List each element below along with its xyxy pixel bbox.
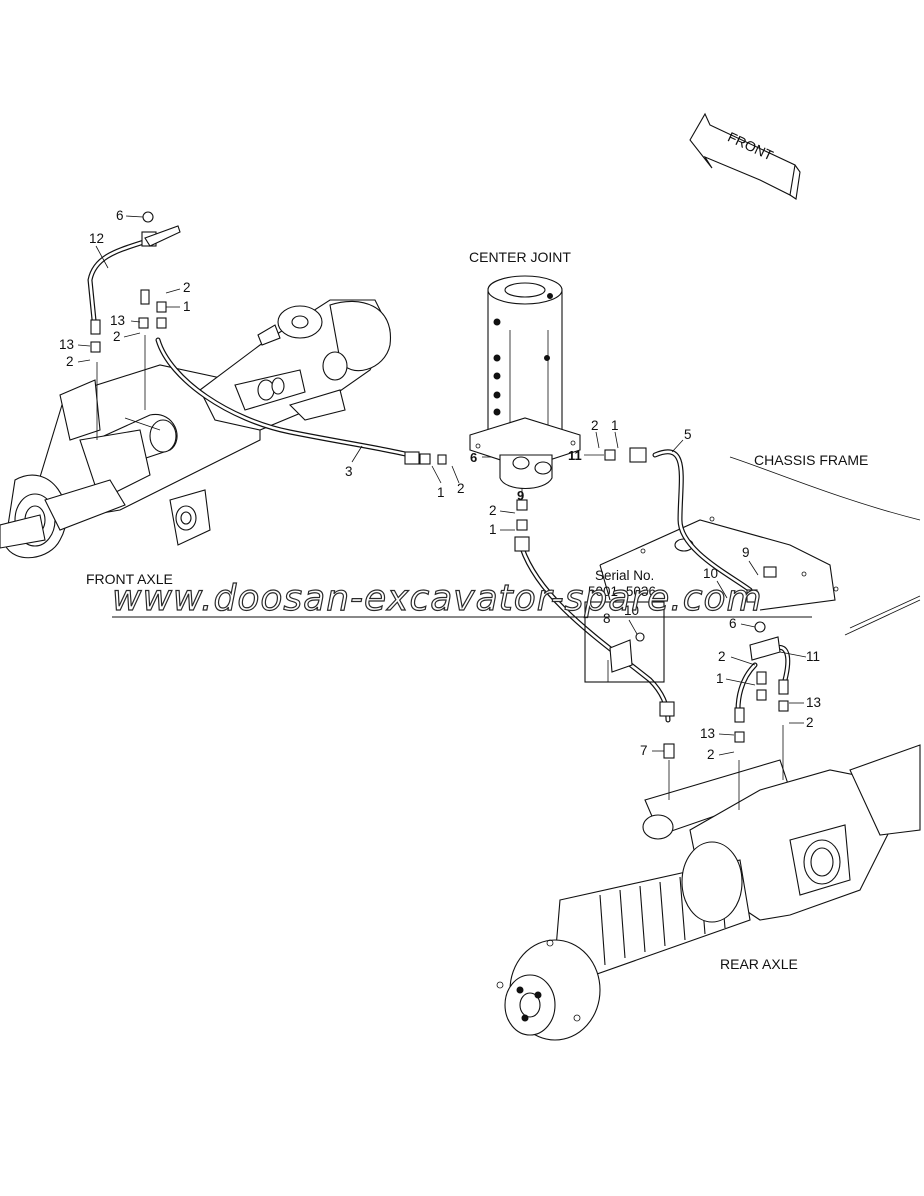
- callout-8: 8: [603, 611, 611, 626]
- callout-7: 7: [640, 743, 648, 758]
- front-direction-arrow: FRONT: [689, 112, 801, 200]
- callout-10: 10: [624, 603, 639, 618]
- rear-axle-label: REAR AXLE: [720, 956, 798, 972]
- callout-2: 2: [183, 280, 191, 295]
- callout-2: 2: [718, 649, 726, 664]
- callout-2: 2: [489, 503, 497, 518]
- watermark-text: www.doosan-excavator-spare.com: [112, 578, 763, 619]
- callout-9: 9: [742, 545, 750, 560]
- center-joint: CENTER JOINT: [469, 249, 581, 489]
- callout-1: 1: [183, 299, 191, 314]
- serial-no-label: Serial No.: [595, 568, 654, 583]
- leader-lines: [77, 215, 807, 810]
- callout-2: 2: [806, 715, 814, 730]
- callout-12: 12: [89, 231, 104, 246]
- serial-number-box: Serial No. 5001~5036: [584, 568, 665, 683]
- watermark: www.doosan-excavator-spare.com: [111, 577, 812, 620]
- callout-10: 10: [703, 566, 718, 581]
- chassis-frame-label: CHASSIS FRAME: [754, 452, 868, 468]
- front-axle-upper-assembly: [199, 299, 391, 431]
- callout-5: 5: [684, 427, 692, 442]
- front-axle-label: FRONT AXLE: [86, 571, 173, 587]
- callout-1: 1: [489, 522, 497, 537]
- callout-2: 2: [113, 329, 121, 344]
- callout-2: 2: [591, 418, 599, 433]
- callout-13: 13: [806, 695, 821, 710]
- callout-13: 13: [59, 337, 74, 352]
- callout-6: 6: [729, 616, 737, 631]
- callout-11: 11: [806, 649, 820, 664]
- callout-3: 3: [345, 464, 353, 479]
- callout-1: 1: [437, 485, 445, 500]
- callout-1: 1: [716, 671, 724, 686]
- hose-lines: [87, 237, 791, 723]
- callout-13: 13: [110, 313, 125, 328]
- front-axle: FRONT AXLE: [0, 364, 261, 587]
- serial-range-label: 5001~5036: [588, 584, 656, 599]
- callout-6: 6: [470, 450, 477, 465]
- fittings: [90, 211, 789, 759]
- callout-2: 2: [707, 747, 715, 762]
- center-joint-label: CENTER JOINT: [469, 249, 571, 265]
- rear-axle: REAR AXLE: [496, 744, 921, 1041]
- callout-6: 6: [116, 208, 124, 223]
- callout-2: 2: [66, 354, 74, 369]
- callout-2: 2: [457, 481, 465, 496]
- callout-numbers: 6 12 2 13 1 2 13 2 3 1 2 6 9 2 1 11 2 1 …: [59, 208, 821, 762]
- callout-9: 9: [517, 488, 524, 503]
- callout-1: 1: [611, 418, 619, 433]
- callout-13: 13: [700, 726, 715, 741]
- callout-11: 11: [568, 448, 582, 463]
